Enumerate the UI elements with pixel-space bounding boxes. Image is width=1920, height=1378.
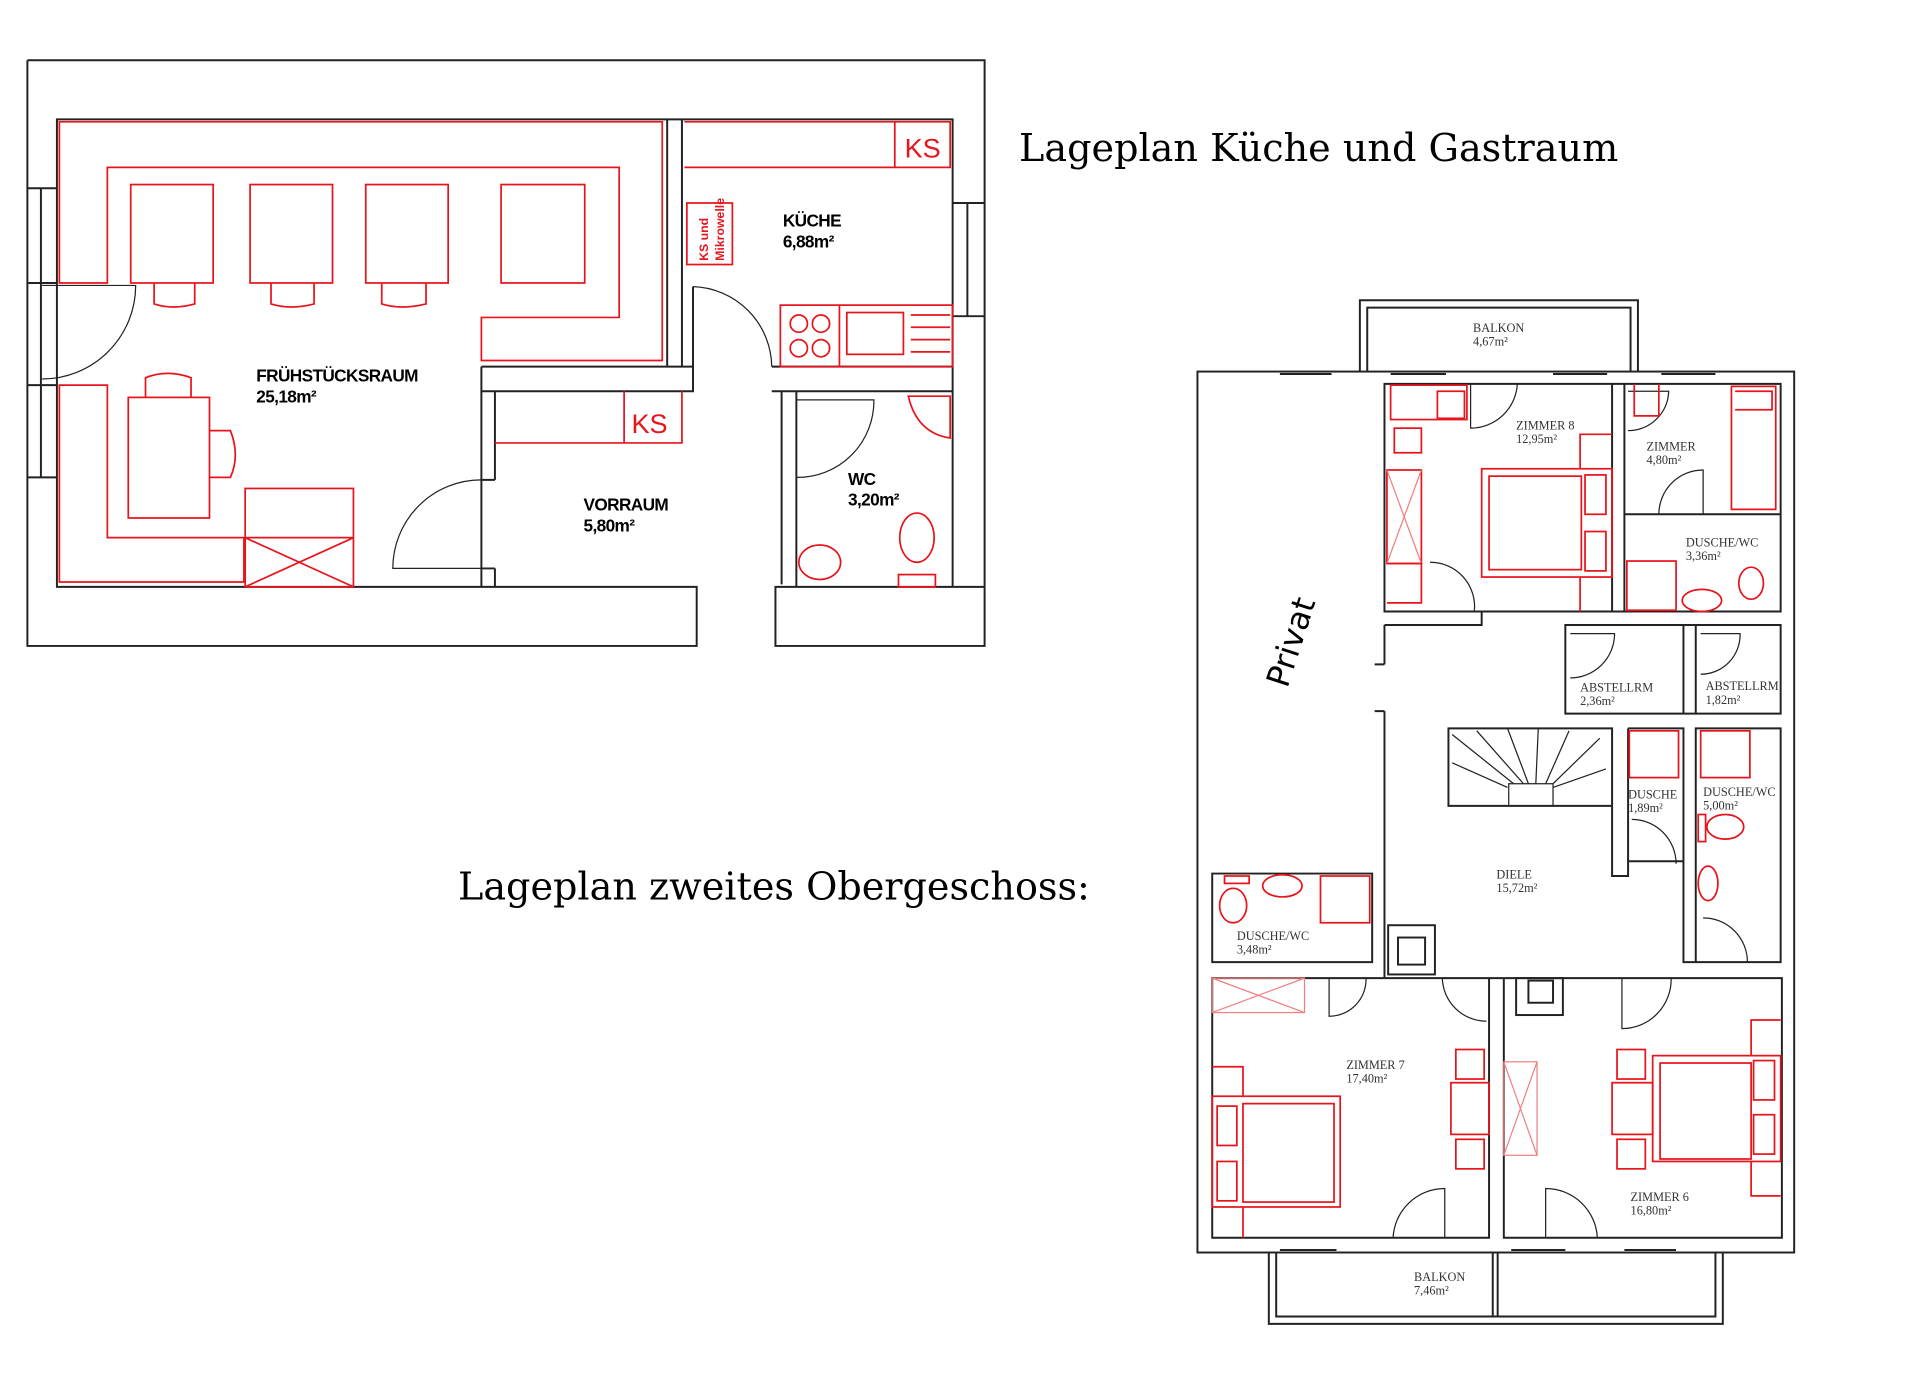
- room-name: DIELE: [1496, 867, 1532, 881]
- room-area: 1,82m²: [1706, 693, 1741, 707]
- room-area: 17,40m²: [1346, 1072, 1387, 1086]
- room-name: DUSCHE/WC: [1686, 535, 1758, 549]
- room-area: 4,80m²: [1647, 453, 1682, 467]
- floor-plan-title: Lageplan zweites Obergeschoss:: [458, 864, 1090, 908]
- room-name: ZIMMER: [1647, 439, 1697, 453]
- room-name: WC: [848, 469, 876, 489]
- room-name: DUSCHE/WC: [1703, 785, 1775, 799]
- room-name: BALKON: [1414, 1270, 1465, 1284]
- room-area: 3,20m²: [848, 490, 900, 510]
- room-area: 1,89m²: [1628, 801, 1663, 815]
- room-name: ZIMMER 7: [1346, 1058, 1404, 1072]
- ks-mikrowelle-line1: KS und: [697, 218, 711, 261]
- room-name: ZIMMER 6: [1631, 1190, 1689, 1204]
- privat-label: Privat: [1259, 592, 1324, 691]
- room-area: 12,95m²: [1516, 432, 1557, 446]
- room-area: 3,48m²: [1237, 943, 1272, 957]
- ks-label: KS: [905, 133, 941, 163]
- furniture: [1211, 383, 1782, 1238]
- room-name: VORRAUM: [584, 495, 669, 515]
- room-area: 15,72m²: [1496, 881, 1537, 895]
- room-area: 5,80m²: [584, 516, 636, 536]
- ks-mikrowelle-line2: Mikrowelle: [713, 198, 727, 261]
- room-area: 7,46m²: [1414, 1283, 1449, 1297]
- room-area: 16,80m²: [1631, 1203, 1672, 1217]
- room-area: 4,67m²: [1473, 335, 1508, 349]
- room-area: 5,00m²: [1703, 799, 1738, 813]
- room-area: 25,18m²: [256, 386, 317, 406]
- room-name: ABSTELLRM: [1580, 680, 1653, 694]
- room-name: ZIMMER 8: [1516, 418, 1574, 432]
- room-name: BALKON: [1473, 321, 1524, 335]
- kitchen-plan-title: Lageplan Küche und Gastraum: [1019, 126, 1618, 170]
- room-name: KÜCHE: [783, 210, 841, 230]
- room-name: FRÜHSTÜCKSRAUM: [256, 365, 418, 385]
- room-area: 2,36m²: [1580, 694, 1615, 708]
- ks-label-vorraum: KS: [631, 409, 667, 439]
- room-name: DUSCHE/WC: [1237, 929, 1309, 943]
- room-name: DUSCHE: [1628, 788, 1677, 802]
- furniture: KS KS und Mikrowelle KS: [58, 120, 954, 588]
- room-area: 3,36m²: [1686, 549, 1721, 563]
- room-area: 6,88m²: [783, 231, 835, 251]
- kitchen-guestroom-plan: KS KS und Mikrowelle KS FRÜHSTÜCKSRAUM 2…: [26, 59, 986, 647]
- room-name: ABSTELLRM: [1706, 679, 1779, 693]
